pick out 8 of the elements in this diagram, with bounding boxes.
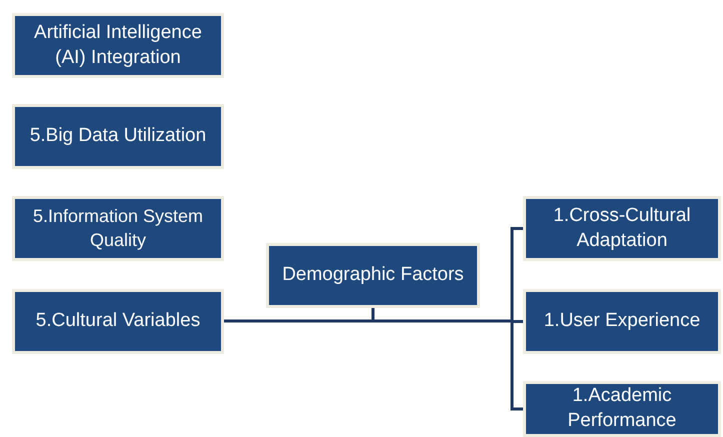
factor-box: Demographic Factors — [266, 243, 480, 308]
factor-box: 1.Academic Performance — [523, 381, 721, 437]
factor-box: 5.Cultural Variables — [12, 289, 224, 354]
factor-box: Artificial Intelligence (AI) Integration — [12, 13, 224, 78]
factor-box: 1.Cross-Cultural Adaptation — [523, 196, 721, 261]
factor-box: 1.User Experience — [523, 289, 721, 354]
factor-box: 5.Information System Quality — [12, 196, 224, 261]
factor-box: 5.Big Data Utilization — [12, 104, 224, 169]
